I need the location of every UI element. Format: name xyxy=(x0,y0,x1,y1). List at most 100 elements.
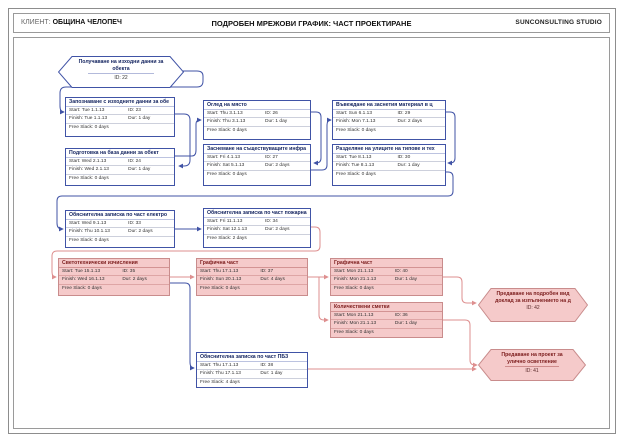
task-start: Start: Mon 21.1.13 xyxy=(334,313,374,319)
task-node-40[interactable]: Графична част Start: Mon 21.1.13 ID: 40 F… xyxy=(330,258,443,296)
task-id: ID: 35 xyxy=(122,269,136,275)
task-finish: Finish: Thu 10.1.13 xyxy=(69,229,110,235)
task-id: ID: 27 xyxy=(265,155,278,161)
task-node-34[interactable]: Обяснителна записка по част пожарна Star… xyxy=(203,208,311,248)
task-id: ID: 34 xyxy=(265,219,278,225)
task-title: Въвеждане на заснетия материал в ц xyxy=(333,101,445,111)
task-dur: Dur: 1 day xyxy=(397,163,420,169)
hexagon-shape xyxy=(478,349,586,381)
task-start: Start: Tue 1.1.13 xyxy=(69,108,105,114)
task-slack: Free Slack: 0 days xyxy=(69,124,109,130)
task-start: Start: Thu 3.1.13 xyxy=(207,111,243,117)
task-dur: Dur: 1 day xyxy=(260,371,283,377)
milestone-content: Предаване на проект за улично осветление… xyxy=(478,349,586,374)
client-field: КЛИЕНТ: ОБЩИНА ЧЕЛОПЕЧ xyxy=(21,19,122,26)
task-title: Графична част xyxy=(197,259,307,269)
task-id: ID: 38 xyxy=(260,363,274,369)
task-slack: Free Slack: 0 days xyxy=(334,285,374,291)
task-title: Подготовка на база данни за обект xyxy=(66,149,174,159)
task-start: Start: Tue 15.1.13 xyxy=(62,269,101,275)
task-slack: Free Slack: 0 days xyxy=(334,329,374,335)
task-finish: Finish: Sat 12.1.13 xyxy=(207,227,247,233)
task-id: ID: 24 xyxy=(128,159,141,165)
milestone-node-22[interactable]: Получаване на изходни данни за обекта ID… xyxy=(58,56,184,88)
task-node-38[interactable]: Обяснителна записка по част ПБЗ Start: T… xyxy=(196,352,308,388)
milestone-content: Получаване на изходни данни за обекта ID… xyxy=(58,56,184,81)
link-35-38 xyxy=(170,282,195,371)
task-id: ID: 40 xyxy=(394,269,408,275)
task-finish: Finish: Mon 7.1.13 xyxy=(336,119,376,125)
task-node-23[interactable]: Запознаване с изходните данни за обе Sta… xyxy=(65,97,175,137)
task-dur: Dur: 2 days xyxy=(265,163,290,169)
task-title: Разделяне на улиците на типове и тех xyxy=(333,145,445,155)
task-title: Заснемане на съществуващите инфра xyxy=(204,145,310,155)
link-29-30 xyxy=(446,111,456,166)
link-36-41 xyxy=(443,319,478,368)
link-34-35 xyxy=(51,226,321,280)
milestone-node-41[interactable]: Предаване на проект за улично осветление… xyxy=(478,349,586,381)
task-slack: Free Slack: 2 days xyxy=(207,235,247,241)
task-node-24[interactable]: Подготовка на база данни за обект Start:… xyxy=(65,148,175,186)
task-finish: Finish: Sat 5.1.13 xyxy=(207,163,245,169)
divider xyxy=(88,73,154,74)
task-finish: Finish: Tue 8.1.13 xyxy=(336,163,375,169)
task-slack: Free Slack: 4 days xyxy=(200,379,240,385)
task-id: ID: 30 xyxy=(397,155,411,161)
link-26-27 xyxy=(311,111,322,166)
task-finish: Finish: Sun 20.1.13 xyxy=(200,277,242,283)
studio-name: SUNCONSULTING STUDIO xyxy=(515,19,602,26)
title-block: КЛИЕНТ: ОБЩИНА ЧЕЛОПЕЧ ПОДРОБЕН МРЕЖОВИ … xyxy=(13,13,610,33)
task-node-33[interactable]: Обяснителна записка по част електро Star… xyxy=(65,210,175,248)
link-30-33 xyxy=(56,171,454,232)
task-slack: Free Slack: 0 days xyxy=(207,127,247,133)
milestone-node-42[interactable]: Предаване на подробен вид доклад за изпъ… xyxy=(478,288,588,322)
task-slack: Free Slack: 0 days xyxy=(207,171,247,177)
task-slack: Free Slack: 0 days xyxy=(69,175,109,181)
task-dur: Dur: 1 day xyxy=(394,277,418,283)
milestone-title: Предаване на проект за улично осветление xyxy=(501,352,563,365)
task-start: Start: Mon 21.1.13 xyxy=(334,269,374,275)
task-node-29[interactable]: Въвеждане на заснетия материал в ц Start… xyxy=(332,100,446,140)
task-title: Количествени сметки xyxy=(331,303,442,313)
link-24-26 xyxy=(175,117,202,157)
task-title: Обяснителна записка по част електро xyxy=(66,211,174,221)
page-border xyxy=(8,8,616,434)
task-title: Графична част xyxy=(331,259,442,269)
client-label: КЛИЕНТ: xyxy=(21,19,51,26)
link-23-24 xyxy=(175,113,191,169)
task-node-35[interactable]: Светотехнически изчисления Start: Tue 15… xyxy=(58,258,170,296)
milestone-content: Предаване на подробен вид доклад за изпъ… xyxy=(478,288,588,311)
task-finish: Finish: Thu 17.1.13 xyxy=(200,371,241,377)
task-start: Start: Thu 17.1.13 xyxy=(200,269,239,275)
task-slack: Free Slack: 0 days xyxy=(336,127,376,133)
task-finish: Finish: Tue 1.1.13 xyxy=(69,116,108,122)
task-dur: Dur: 2 days xyxy=(265,227,290,233)
milestone-id: ID: 41 xyxy=(525,367,539,374)
task-finish: Finish: Wed 2.1.13 xyxy=(69,167,109,173)
task-title: Обяснителна записка по част ПБЗ xyxy=(197,353,307,363)
task-title: Запознаване с изходните данни за обе xyxy=(66,98,174,108)
task-title: Обяснителна записка по част пожарна xyxy=(204,209,310,219)
task-start: Start: Fri 11.1.13 xyxy=(207,219,243,225)
task-finish: Finish: Mon 21.1.13 xyxy=(334,321,377,327)
task-start: Start: Wed 2.1.13 xyxy=(69,159,107,165)
task-id: ID: 36 xyxy=(394,313,408,319)
task-node-30[interactable]: Разделяне на улиците на типове и тех Sta… xyxy=(332,144,446,186)
task-node-36[interactable]: Количествени сметки Start: Mon 21.1.13 ID… xyxy=(330,302,443,338)
client-name: ОБЩИНА ЧЕЛОПЕЧ xyxy=(52,19,122,26)
page-title: ПОДРОБЕН МРЕЖОВИ ГРАФИК: ЧАСТ ПРОЕКТИРАН… xyxy=(211,18,412,28)
task-slack: Free Slack: 0 days xyxy=(336,171,376,177)
link-27-29 xyxy=(311,117,332,171)
task-finish: Finish: Mon 21.1.13 xyxy=(334,277,377,283)
task-finish: Finish: Thu 3.1.13 xyxy=(207,119,246,125)
hexagon-shape xyxy=(58,56,184,88)
milestone-id: ID: 42 xyxy=(526,304,540,311)
task-dur: Dur: 2 days xyxy=(122,277,147,283)
link-22-23 xyxy=(59,70,204,115)
link-37-36 xyxy=(318,277,329,323)
task-node-27[interactable]: Заснемане на съществуващите инфра Start:… xyxy=(203,144,311,186)
